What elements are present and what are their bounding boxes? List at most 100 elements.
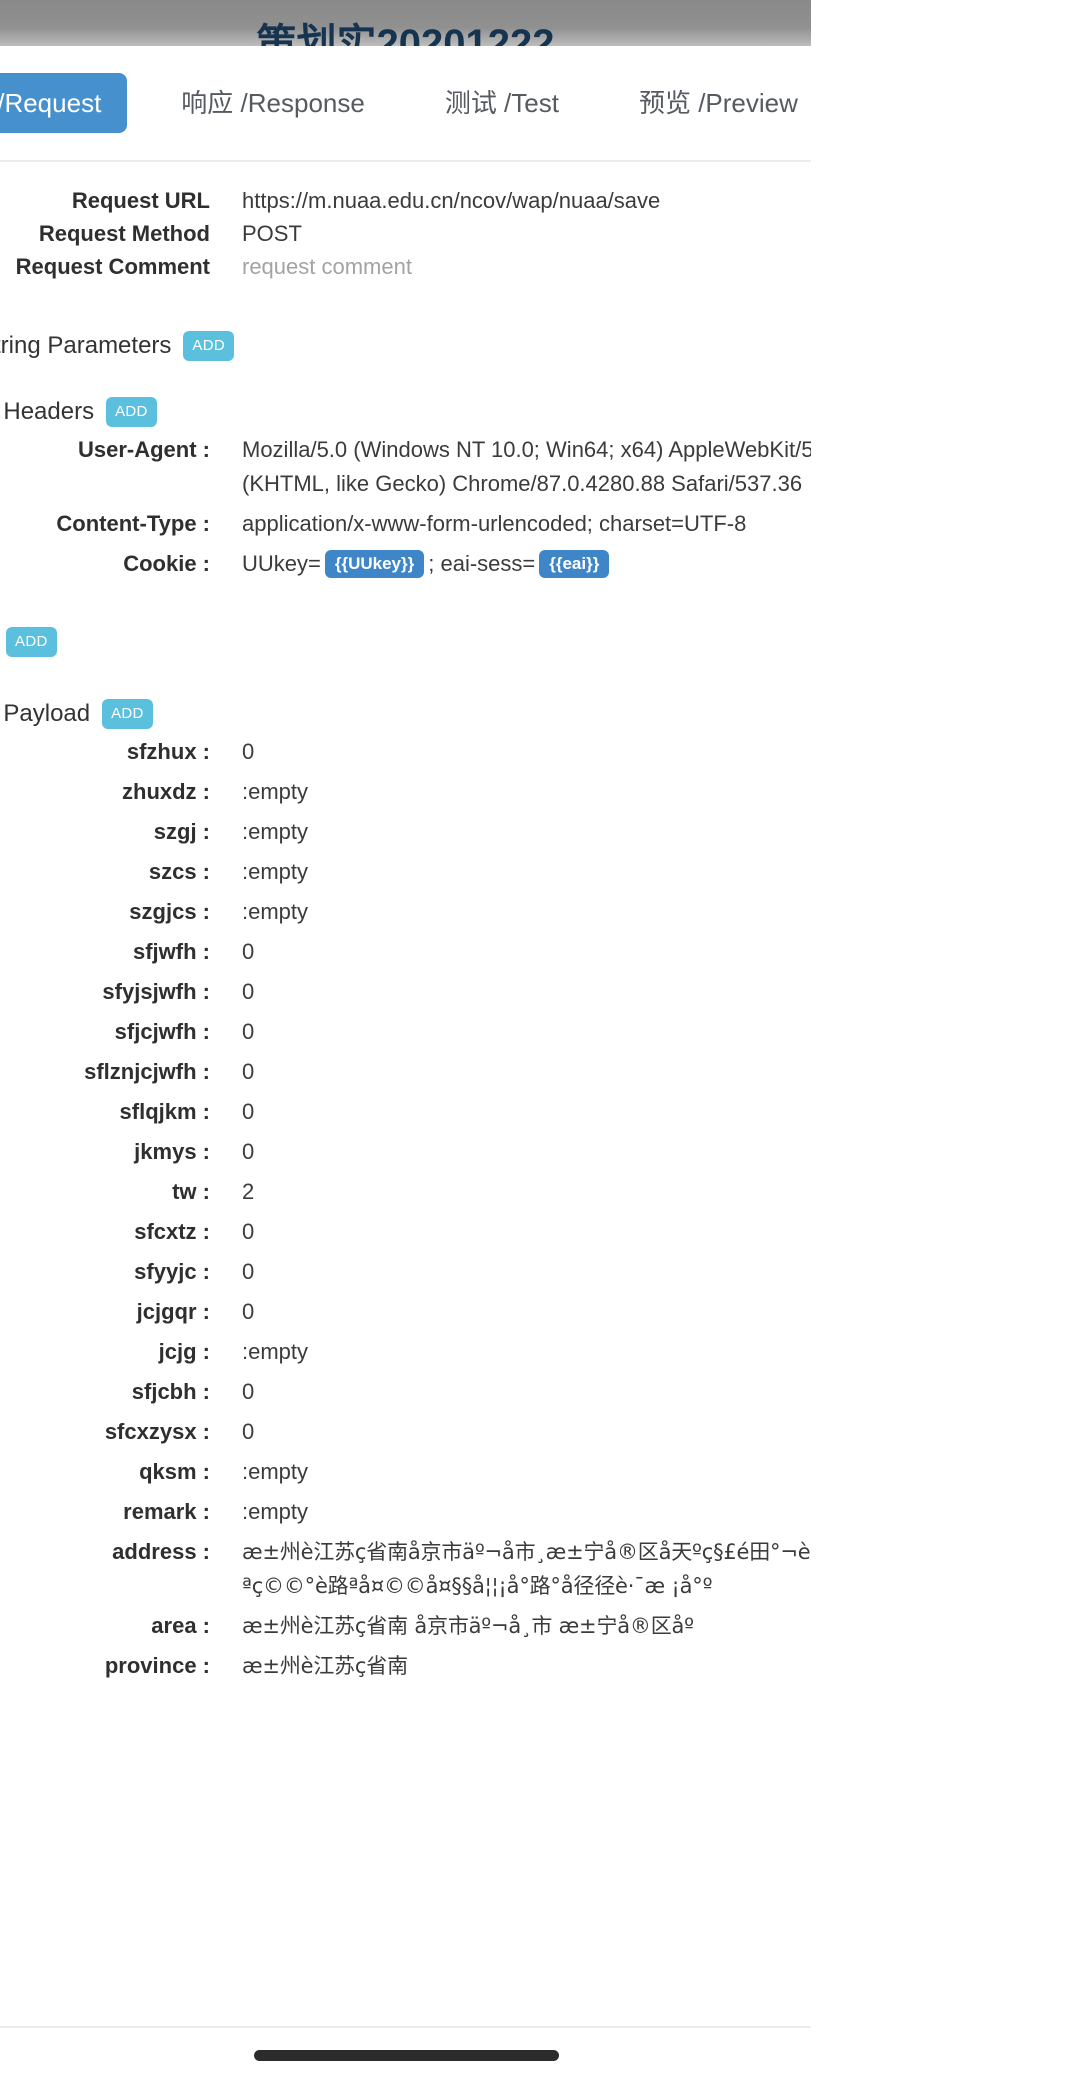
payload-key: zhuxdz : — [122, 779, 210, 804]
payload-value[interactable]: 0 — [242, 1259, 255, 1284]
payload-value[interactable]: :empty — [242, 1339, 309, 1364]
request-method-row: Request Method POST — [0, 221, 811, 254]
section-title-request-headers: quest Headers — [0, 398, 95, 425]
header-key-user-agent: User-Agent : — [77, 437, 210, 462]
request-url-value[interactable]: https://m.nuaa.edu.cn/ncov/wap/nuaa/save — [242, 188, 661, 213]
payload-value[interactable]: :empty — [242, 899, 309, 924]
tab-response[interactable]: 响应 /Response — [181, 88, 365, 118]
payload-value[interactable]: 0 — [242, 1139, 255, 1164]
payload-row: sfjcbh : 0 — [0, 1375, 811, 1409]
payload-key: sfjcjwfh : — [114, 1019, 210, 1044]
payload-row: zhuxdz : :empty — [0, 775, 811, 809]
payload-row: sfjwfh : 0 — [0, 935, 811, 969]
payload-key: sfjcbh : — [131, 1379, 210, 1404]
payload-key: qksm : — [139, 1459, 210, 1484]
header-value-cookie[interactable]: UUkey={{UUkey}}; eai-sess={{eai}} — [242, 547, 613, 581]
request-url-label: Request URL — [71, 188, 210, 213]
payload-row: jcjgqr :0 — [0, 1295, 811, 1329]
payload-value[interactable]: 0 — [242, 1379, 255, 1404]
payload-value[interactable]: 0 — [242, 939, 255, 964]
request-detail-panel: Request URL https://m.nuaa.edu.cn/ncov/w… — [0, 162, 811, 2028]
header-row-cookie: Cookie : UUkey={{UUkey}}; eai-sess={{eai… — [0, 547, 811, 581]
payload-value[interactable]: 0 — [242, 1419, 255, 1444]
tab-request[interactable]: 求 /Request — [0, 73, 128, 133]
payload-key: sfcxzysx : — [104, 1419, 210, 1444]
payload-row: sfcxtz : 0 — [0, 1215, 811, 1249]
add-query-string-param-button[interactable]: ADD — [183, 331, 234, 361]
request-comment-row: Request Comment request comment — [0, 254, 811, 287]
payload-value[interactable]: 0 — [242, 1059, 255, 1084]
payload-value[interactable]: :empty — [242, 779, 309, 804]
payload-key: sflqjkm : — [119, 1099, 210, 1124]
payload-key: jcjg : — [158, 1339, 210, 1364]
payload-row: sfzhux : 0 — [0, 735, 811, 769]
request-method-label: Request Method — [38, 221, 210, 246]
section-query-string-parameters: ery String Parameters ADD — [0, 331, 811, 361]
payload-row: jkmys : 0 — [0, 1135, 811, 1169]
payload-row: szcs : :empty — [0, 855, 811, 889]
payload-row: sflznjcjwfh : 0 — [0, 1055, 811, 1089]
bottom-bar — [0, 2026, 811, 2088]
section-request-payload: quest Payload ADD — [0, 699, 811, 729]
header-key-content-type: Content-Type : — [56, 511, 210, 536]
payload-key: sfzhux : — [126, 739, 210, 764]
section-title-query-string: ery String Parameters — [0, 332, 172, 359]
payload-value[interactable]: 0 — [242, 1099, 255, 1124]
tab-bar: 求 /Request 响应 /Response 测试 /Test 预览 /Pre… — [0, 46, 811, 162]
payload-key-province: province : — [104, 1653, 210, 1678]
payload-value[interactable]: :empty — [242, 1499, 309, 1524]
request-comment-input[interactable]: request comment — [242, 254, 412, 279]
header-value-user-agent[interactable]: Mozilla/5.0 (Windows NT 10.0; Win64; x64… — [242, 437, 811, 496]
add-request-header-button[interactable]: ADD — [106, 397, 157, 427]
payload-value[interactable]: 2 — [242, 1179, 255, 1204]
cookie-text-eaisess: ; eai-sess= — [428, 551, 536, 576]
payload-row: sflqjkm : 0 — [0, 1095, 811, 1129]
payload-row: remark : :empty — [0, 1495, 811, 1529]
variable-chip-eai[interactable]: {{eai}} — [539, 550, 610, 578]
header-row-content-type: Content-Type : application/x-www-form-ur… — [0, 507, 811, 541]
payload-value-area[interactable]: æ±州è江苏ç省南 å京市äº¬å¸市 æ±宁å®区åº — [242, 1614, 694, 1638]
payload-key: szgj : — [153, 819, 210, 844]
horizontal-scrollbar-track[interactable] — [0, 2050, 811, 2061]
payload-key: jkmys : — [134, 1139, 210, 1164]
header-value-content-type[interactable]: application/x-www-form-urlencoded; chars… — [242, 511, 747, 536]
payload-value[interactable]: 0 — [242, 739, 255, 764]
payload-row: sfyjsjwfh : 0 — [0, 975, 811, 1009]
payload-key: sfyjsjwfh : — [102, 979, 210, 1004]
payload-value[interactable]: :empty — [242, 859, 309, 884]
payload-key-address: address : — [112, 1539, 210, 1564]
payload-key: sflznjcjwfh : — [84, 1059, 210, 1084]
payload-value[interactable]: :empty — [242, 819, 309, 844]
payload-value[interactable]: 0 — [242, 1299, 255, 1324]
payload-value[interactable]: :empty — [242, 1459, 309, 1484]
payload-list: sfzhux :0 zhuxdz ::empty szgj ::empty sz… — [0, 735, 811, 1683]
payload-value[interactable]: 0 — [242, 979, 255, 1004]
payload-key: szgjcs : — [129, 899, 210, 924]
payload-key: tw : — [172, 1179, 210, 1204]
request-meta-block: Request URL https://m.nuaa.edu.cn/ncov/w… — [0, 162, 811, 287]
payload-value[interactable]: 0 — [242, 1219, 255, 1244]
payload-row: szgj : :empty — [0, 815, 811, 849]
payload-row: sfjcjwfh : 0 — [0, 1015, 811, 1049]
add-cookie-button[interactable]: ADD — [6, 627, 57, 657]
payload-value[interactable]: 0 — [242, 1019, 255, 1044]
add-payload-param-button[interactable]: ADD — [102, 699, 153, 729]
payload-value-province[interactable]: æ±州è江苏ç省南 — [242, 1654, 408, 1678]
request-method-value[interactable]: POST — [242, 221, 302, 246]
payload-row-address: address : æ±州è江苏ç省南å京市äº¬å市¸æ±宁å®区å天ºç§£… — [0, 1535, 811, 1603]
payload-key-area: area : — [151, 1613, 210, 1638]
tab-test[interactable]: 测试 /Test — [444, 88, 559, 118]
horizontal-scrollbar-thumb[interactable] — [254, 2050, 559, 2061]
payload-key: sfcxtz : — [134, 1219, 210, 1244]
payload-value-address[interactable]: æ±州è江苏ç省南å京市äº¬å市¸æ±宁å®区å天ºç§£é田°¬è大ªç©©… — [242, 1540, 811, 1598]
payload-row: jcjg : :empty — [0, 1335, 811, 1369]
cookie-text-uukey: UUkey= — [242, 551, 321, 576]
payload-key: szcs : — [148, 859, 210, 884]
tab-preview[interactable]: 预览 /Preview — [638, 88, 798, 118]
payload-key: sfjwfh : — [133, 939, 210, 964]
section-cookies: okies ADD — [0, 627, 811, 657]
payload-key: remark : — [123, 1499, 210, 1524]
variable-chip-uukey[interactable]: {{UUkey}} — [324, 550, 425, 578]
window-title: 策划实20201222 — [256, 22, 555, 46]
payload-row-area: area : æ±州è江苏ç省南 å京市äº¬å¸市 æ±宁å®区åº — [0, 1609, 811, 1643]
